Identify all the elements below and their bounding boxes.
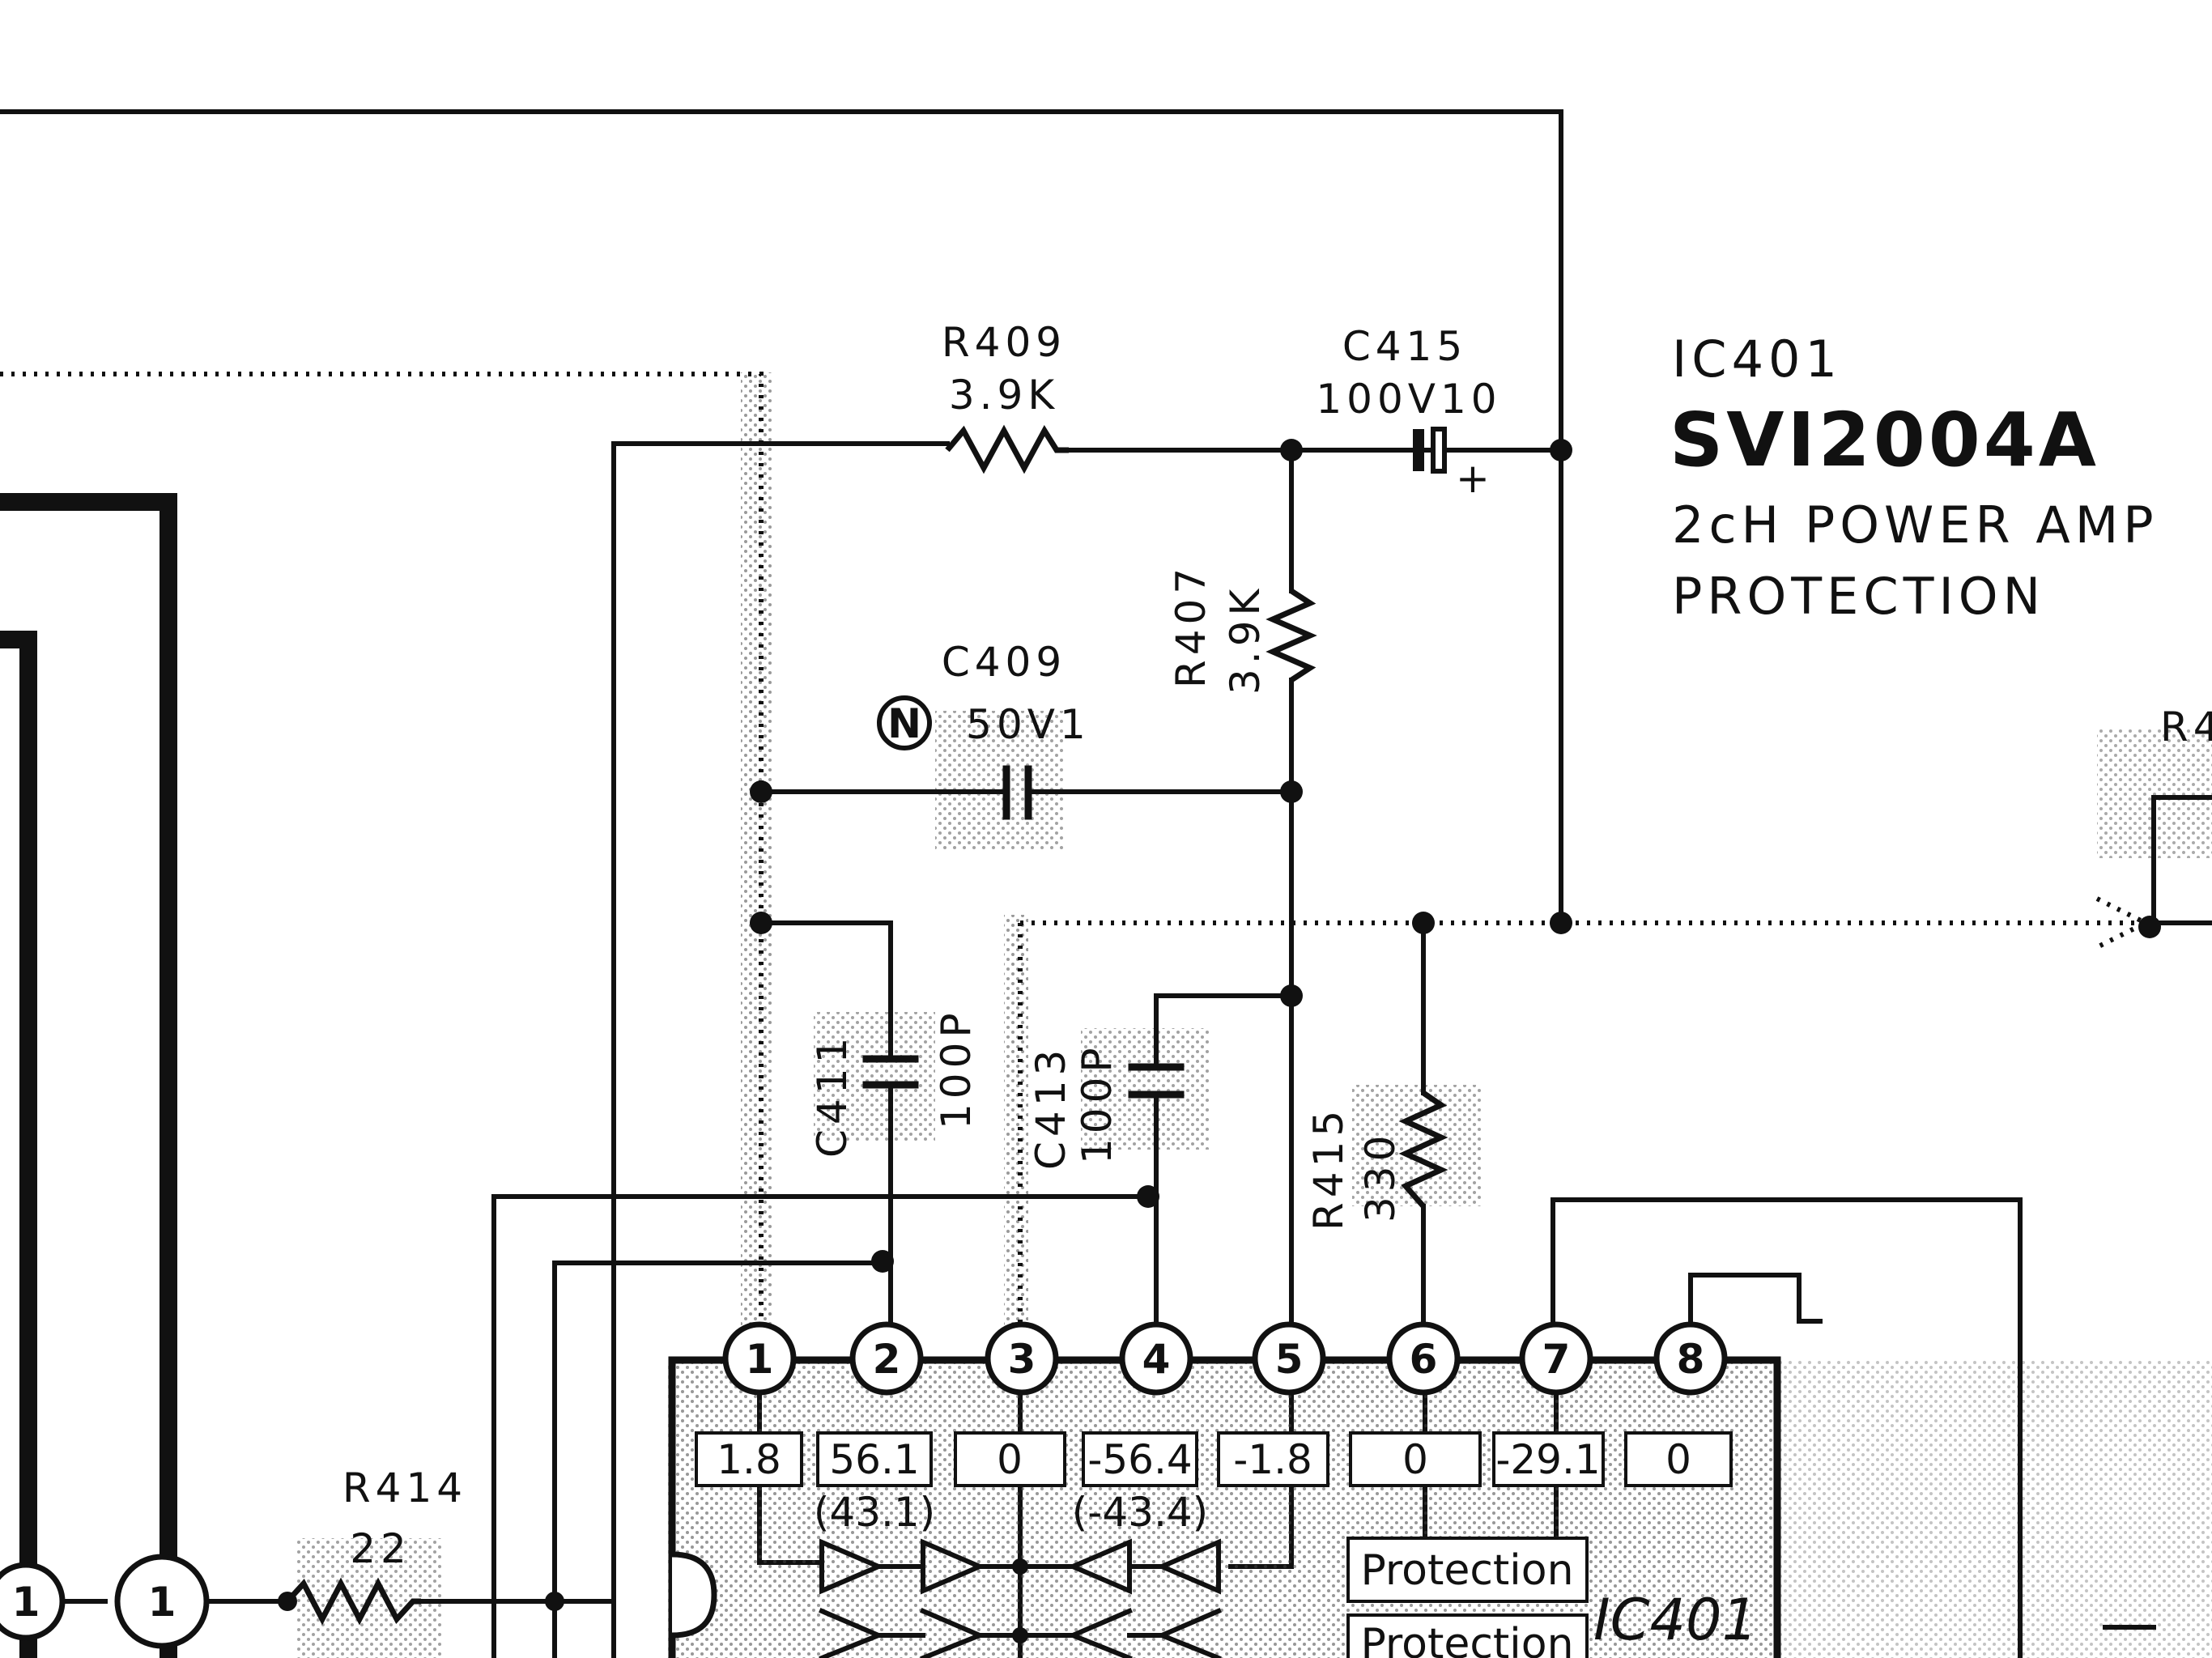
label-c413-ref: C413 — [1027, 1045, 1074, 1170]
ic-part-number: SVI2004A — [1670, 397, 2099, 483]
svg-text:8: 8 — [1677, 1336, 1705, 1383]
junction-dots — [278, 439, 2161, 1611]
resistor-r407 — [1266, 589, 1317, 682]
ic-pin-4: 4 — [1119, 1321, 1193, 1396]
resistor-r414 — [285, 1577, 421, 1626]
capacitor-c409 — [989, 765, 1047, 820]
label-c413-value: 100P — [1074, 1043, 1121, 1164]
protection-block-2: Protection — [1360, 1620, 1573, 1658]
voltage-pin-6: 0 — [1402, 1436, 1428, 1483]
label-edge-r4: R4 — [2160, 704, 2212, 750]
label-r415-value: 330 — [1357, 1131, 1404, 1222]
voltage-alt-pin-2: (43.1) — [814, 1489, 935, 1536]
ic-internal-buffers — [819, 1538, 1222, 1658]
voltage-pin-7: -29.1 — [1495, 1436, 1600, 1483]
svg-text:2: 2 — [873, 1336, 901, 1383]
capacitor-c415 — [1413, 427, 1452, 474]
voltage-pin-3: 0 — [997, 1436, 1023, 1483]
label-r415-ref: R415 — [1305, 1106, 1352, 1231]
resistors — [285, 424, 1448, 1626]
label-c411-ref: C411 — [809, 1033, 856, 1158]
connectors: 1 1 — [0, 1554, 210, 1649]
voltage-pin-2: 56.1 — [829, 1436, 919, 1483]
ic-pin-8: 8 — [1653, 1321, 1728, 1396]
ic-pin-7: 7 — [1519, 1321, 1593, 1396]
label-c411-value: 100P — [933, 1008, 980, 1129]
connector-2: 1 — [148, 1579, 177, 1626]
svg-text:5: 5 — [1275, 1336, 1304, 1383]
voltage-pin-1: 1.8 — [717, 1436, 781, 1483]
label-r407-ref: R407 — [1168, 563, 1214, 688]
protection-block-1: Protection — [1360, 1546, 1573, 1595]
ic-pin-5: 5 — [1252, 1321, 1326, 1396]
label-r407-value: 3.9K — [1222, 585, 1269, 695]
voltage-pin-4: -56.4 — [1087, 1436, 1192, 1483]
svg-text:1: 1 — [746, 1336, 774, 1383]
voltage-readings: 1.8 56.1 0 -56.4 -1.8 0 -29.1 0 (43.1) (… — [695, 1431, 1733, 1536]
ic-pins: 1 2 3 4 5 6 7 8 — [722, 1321, 1728, 1396]
c409-marker: N — [887, 700, 921, 747]
voltage-pin-8: 0 — [1665, 1436, 1691, 1483]
ic-body-label: IC401 — [1593, 1587, 1758, 1653]
ic-pin-3: 3 — [985, 1321, 1059, 1396]
ground-traces — [0, 372, 2154, 1360]
label-r409-value: 3.9K — [949, 372, 1059, 419]
ic-pin-1: 1 — [722, 1321, 797, 1396]
resistor-r415 — [1398, 1090, 1448, 1209]
label-c415-ref: C415 — [1342, 323, 1467, 370]
ic-pin-2: 2 — [849, 1321, 924, 1396]
svg-text:3: 3 — [1008, 1336, 1036, 1383]
ic-title-block: IC401 SVI2004A 2cH POWER AMP PROTECTION — [1670, 329, 2159, 626]
ic-description-line2: PROTECTION — [1672, 567, 2045, 626]
svg-text:4: 4 — [1142, 1336, 1171, 1383]
capacitors — [862, 427, 1452, 1099]
svg-text:7: 7 — [1542, 1336, 1571, 1383]
label-c409-value: 50V1 — [966, 701, 1091, 748]
capacitor-c411 — [862, 1055, 919, 1089]
component-labels: R409 3.9K C415 100V10 + R407 3.9K C409 N… — [342, 319, 2212, 1572]
label-r414-value: 22 — [350, 1525, 411, 1572]
polarity-plus: + — [1456, 455, 1495, 502]
label-c415-value: 100V10 — [1316, 376, 1501, 423]
resistor-r409 — [945, 424, 1069, 474]
ic-ref-title: IC401 — [1672, 329, 1842, 389]
protection-blocks: Protection Protection IC401 — [1346, 1537, 1758, 1658]
label-r409-ref: R409 — [942, 319, 1066, 366]
voltage-alt-pin-4: (-43.4) — [1072, 1489, 1208, 1536]
capacitor-c413 — [1128, 1063, 1185, 1099]
label-r414-ref: R414 — [342, 1465, 467, 1511]
bus-lines — [0, 493, 177, 1658]
svg-text:6: 6 — [1410, 1336, 1438, 1383]
voltage-pin-5: -1.8 — [1233, 1436, 1312, 1483]
ic-description-line1: 2cH POWER AMP — [1672, 495, 2159, 555]
label-c409-ref: C409 — [942, 639, 1066, 686]
ic-pin-6: 6 — [1386, 1321, 1461, 1396]
connector-1: 1 — [12, 1579, 40, 1626]
